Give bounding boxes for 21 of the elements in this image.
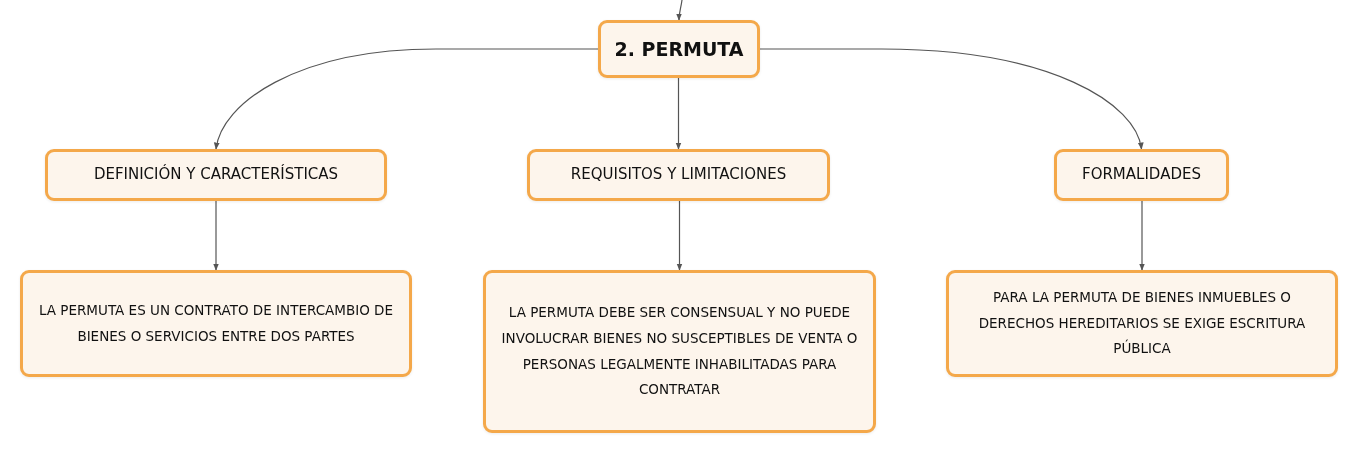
node-text: PARA LA PERMUTA DE BIENES INMUEBLES O DERECHOS HEREDITARIOS SE EXIGE ESCRITURA PÚBLICA — [977, 288, 1307, 359]
topic-box — [527, 149, 830, 201]
arrow — [675, 77, 682, 150]
arrow — [676, 200, 683, 271]
node-text: LA PERMUTA DEBE SER CONSENSUAL Y NO PUEDE INVOLUCRAR BIENES NO SUSCEPTIBLES DE VENTA O PERSONAS LEGALMENTE INHABILITADAS PARA CONTRATAR — [500, 303, 859, 400]
topic-box — [45, 149, 387, 201]
node-text: LA PERMUTA ES UN CONTRATO DE INTERCAMBIO DE BIENES O SERVICIOS ENTRE DOS PARTES — [37, 300, 395, 346]
node-text: 2. PERMUTA — [614, 36, 744, 62]
description-box — [483, 270, 876, 433]
arrow — [676, 0, 683, 21]
description-box — [20, 270, 412, 377]
arrow — [1139, 200, 1145, 271]
arrow — [759, 48, 1143, 150]
node-text: REQUISITOS Y LIMITACIONES — [570, 165, 787, 185]
arrow — [213, 200, 219, 271]
root-box — [598, 20, 760, 78]
topic-box — [1054, 149, 1229, 201]
node-text: FORMALIDADES — [1082, 165, 1201, 185]
description-box — [946, 270, 1338, 377]
node-text: DEFINICIÓN Y CARACTERÍSTICAS — [93, 165, 339, 185]
arrow — [214, 48, 599, 150]
